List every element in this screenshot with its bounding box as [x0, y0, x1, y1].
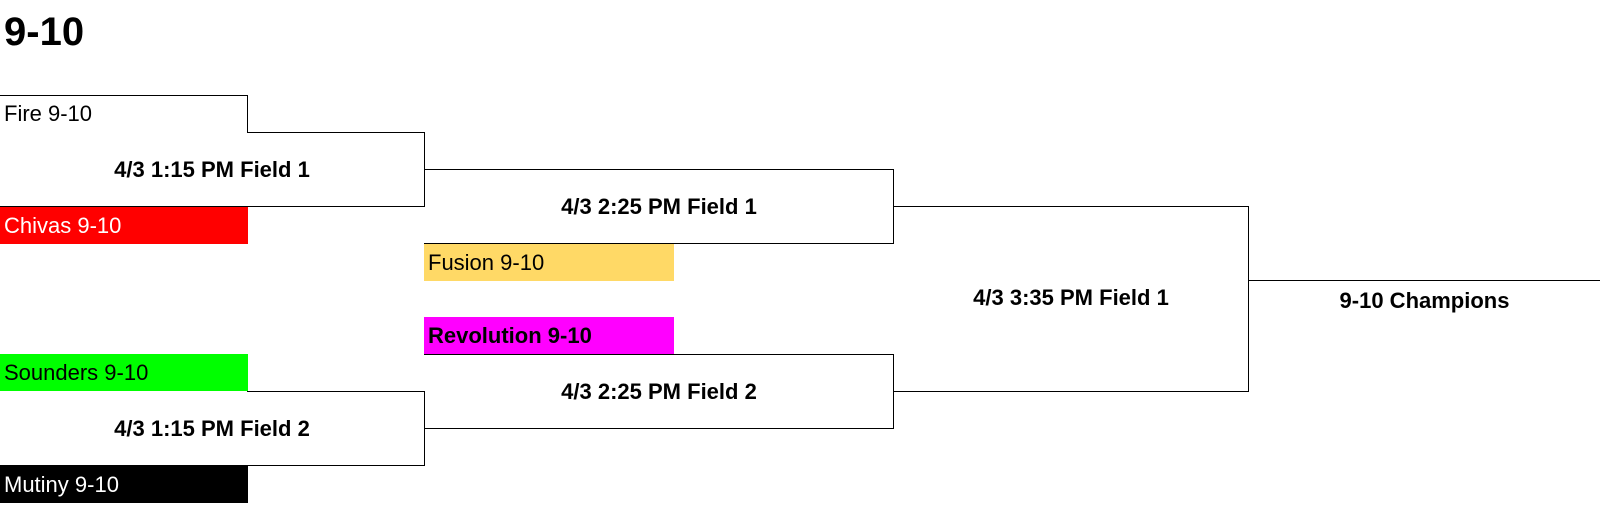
team-name: Revolution 9-10 [428, 323, 592, 348]
team-slot-mutiny[interactable]: Mutiny 9-10 [0, 466, 248, 503]
team-name: Fusion 9-10 [428, 250, 545, 275]
team-slot-sounders[interactable]: Sounders 9-10 [0, 354, 248, 391]
final-top-line [894, 206, 1249, 207]
team-name: Mutiny 9-10 [4, 472, 119, 497]
r1g1-top-line [247, 132, 425, 133]
final-bottom-line [894, 391, 1249, 392]
r1g2-game-label: 4/3 1:15 PM Field 2 [114, 416, 310, 441]
r2g1-bottom-line [424, 243, 894, 244]
champion-label: 9-10 Champions [1339, 288, 1510, 313]
r2g2-right-line [893, 354, 894, 429]
team-slot-fire[interactable]: Fire 9-10 [0, 95, 248, 132]
r1g1-bottom-line [0, 206, 425, 207]
r2g1-right-line [893, 169, 894, 244]
champion-line [1249, 280, 1600, 281]
r2g2-top-line [424, 354, 894, 355]
team-name: Sounders 9-10 [4, 360, 149, 385]
team-name: Fire 9-10 [4, 101, 93, 126]
r2g2-bottom-line [424, 428, 894, 429]
bracket-title: 9-10 [4, 10, 85, 54]
team-name: Chivas 9-10 [4, 213, 122, 238]
team-slot-revolution[interactable]: Revolution 9-10 [424, 317, 674, 354]
final-right-line [1248, 206, 1249, 392]
r2g1-top-line [425, 169, 894, 170]
r1g2-top-line [247, 391, 425, 392]
team-slot-fusion[interactable]: Fusion 9-10 [424, 244, 674, 281]
r1g2-bottom-line [0, 465, 425, 466]
r1g1-right-line [424, 132, 425, 207]
r1g1-game-label: 4/3 1:15 PM Field 1 [114, 157, 310, 182]
team-slot-chivas[interactable]: Chivas 9-10 [0, 207, 248, 244]
final-game-label: 4/3 3:35 PM Field 1 [973, 285, 1169, 310]
r2g2-game-label: 4/3 2:25 PM Field 2 [561, 379, 757, 404]
r2g1-game-label: 4/3 2:25 PM Field 1 [561, 194, 757, 219]
